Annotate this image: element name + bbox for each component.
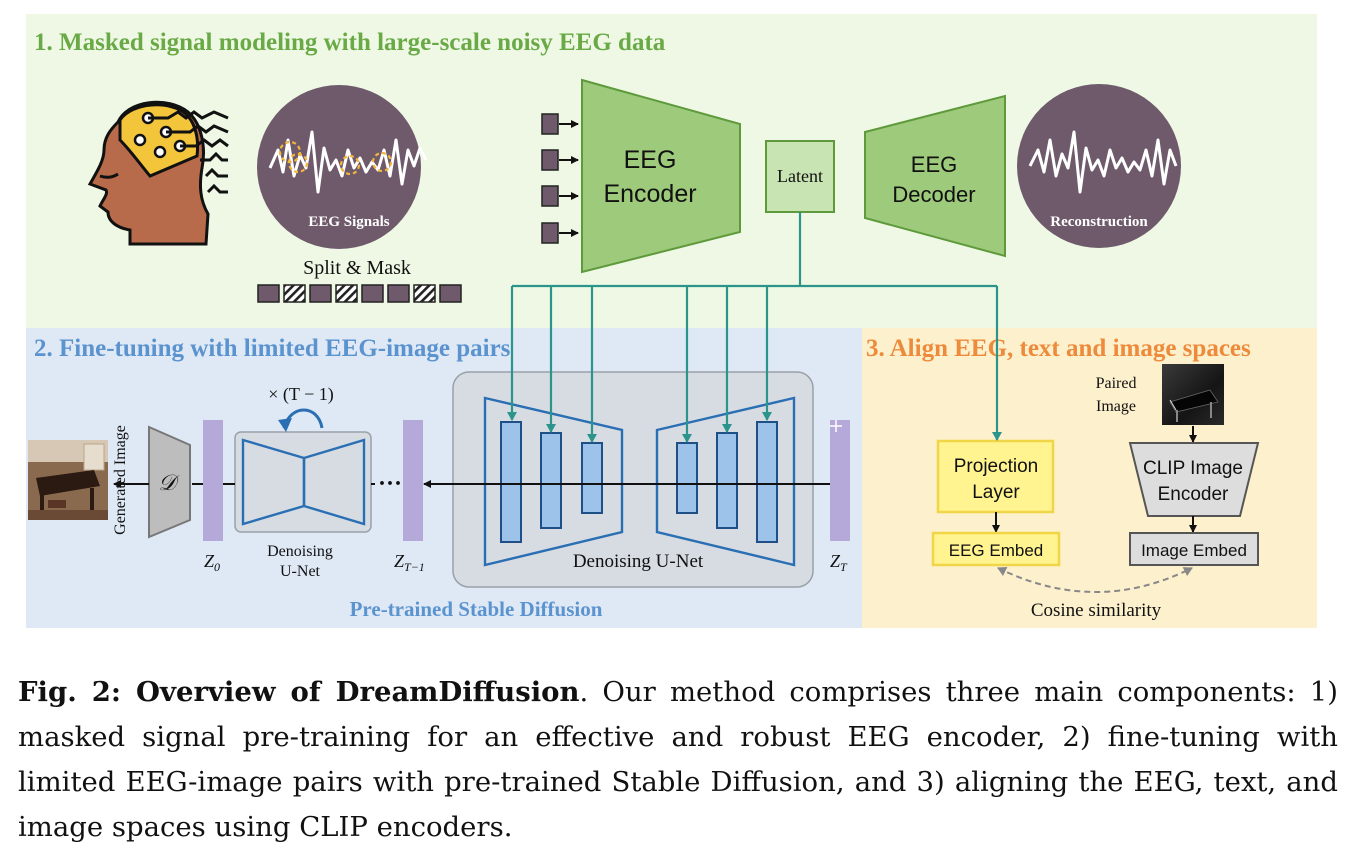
projection-label-2: Layer	[972, 482, 1020, 503]
decoder-symbol: 𝒟	[158, 471, 180, 496]
patch	[439, 284, 462, 303]
dreamdiffusion-overview-diagram: 1. Masked signal modeling with large-sca…	[26, 14, 1317, 628]
clip-image-encoder: CLIP Image Encoder	[1128, 442, 1260, 517]
head-eeg-icon	[87, 100, 229, 246]
cursor-crosshair-icon	[830, 420, 842, 432]
eeg-signals-circle: EEG Signals	[257, 85, 428, 249]
zt-latent-bar	[830, 420, 850, 541]
masked-patch-strip	[257, 284, 462, 303]
zt-label: ZT	[830, 551, 848, 574]
eeg-decoder: EEG Decoder	[864, 94, 1006, 258]
eeg-encoder-label-2: Encoder	[603, 180, 696, 208]
repeat-loop-arrowhead	[278, 418, 292, 432]
eeg-signals-label: EEG Signals	[308, 214, 389, 230]
cosine-similarity-arc	[997, 567, 1193, 593]
zt1-latent-bar	[403, 420, 423, 541]
reconstruction-circle: Reconstruction	[1017, 84, 1181, 248]
image-embed: Image Embed	[1129, 532, 1259, 566]
patch	[309, 284, 332, 303]
patch-masked	[335, 284, 358, 303]
repeat-label: × (T − 1)	[268, 384, 333, 405]
panel-1-title: 1. Masked signal modeling with large-sca…	[34, 29, 666, 56]
pretrained-sd-label: Pre-trained Stable Diffusion	[350, 597, 603, 621]
z0-label: Z0	[204, 551, 220, 574]
paired-image-label-1: Paired	[1096, 375, 1137, 392]
small-unet-label-2: U-Net	[280, 563, 321, 580]
projection-label-1: Projection	[954, 456, 1039, 477]
eeg-decoder-label-1: EEG	[911, 152, 957, 177]
eeg-embed-label: EEG Embed	[949, 541, 1044, 560]
latent-conditioning-lines	[507, 212, 1002, 443]
zt1-label: ZT−1	[394, 551, 425, 574]
encoder-input-tokens	[541, 113, 579, 244]
ellipsis: ···	[378, 471, 402, 497]
z0-latent-bar	[203, 420, 223, 541]
patch-masked	[413, 284, 436, 303]
small-unet-label-1: Denoising	[267, 543, 333, 560]
projection-layer: Projection Layer	[936, 439, 1055, 514]
eeg-decoder-label-2: Decoder	[892, 182, 975, 207]
big-denoising-unet: Denoising U-Net	[452, 371, 814, 588]
patch	[361, 284, 384, 303]
paired-image-label-2: Image	[1096, 398, 1136, 415]
generated-image	[28, 440, 108, 520]
patch	[387, 284, 410, 303]
latent-label: Latent	[777, 166, 823, 186]
clip-label-2: Encoder	[1158, 484, 1229, 505]
generated-image-label: Generated Image	[112, 425, 129, 535]
panel-3-title: 3. Align EEG, text and image spaces	[866, 335, 1251, 362]
patch	[257, 284, 280, 303]
caption-title: Fig. 2: Overview of DreamDiffusion	[18, 676, 580, 708]
eeg-encoder: EEG Encoder	[581, 78, 741, 274]
clip-label-1: CLIP Image	[1143, 458, 1243, 479]
big-unet-label: Denoising U-Net	[573, 551, 704, 572]
split-mask-label: Split & Mask	[303, 257, 411, 279]
patch-masked	[283, 284, 306, 303]
cosine-similarity-label: Cosine similarity	[1031, 600, 1162, 621]
reconstruction-label: Reconstruction	[1050, 214, 1148, 230]
latent-box: Latent	[765, 140, 835, 213]
image-decoder-d: 𝒟	[148, 425, 191, 539]
eeg-embed: EEG Embed	[931, 531, 1061, 567]
eeg-encoder-label-1: EEG	[624, 146, 677, 174]
paired-image	[1162, 364, 1224, 425]
image-embed-label: Image Embed	[1141, 541, 1247, 560]
small-denoising-unet	[234, 431, 372, 533]
figure-caption: Fig. 2: Overview of DreamDiffusion. Our …	[18, 670, 1338, 850]
panel-2-title: 2. Fine-tuning with limited EEG-image pa…	[34, 335, 511, 362]
caption-text: . Our method comprises three main compon…	[18, 676, 1339, 843]
